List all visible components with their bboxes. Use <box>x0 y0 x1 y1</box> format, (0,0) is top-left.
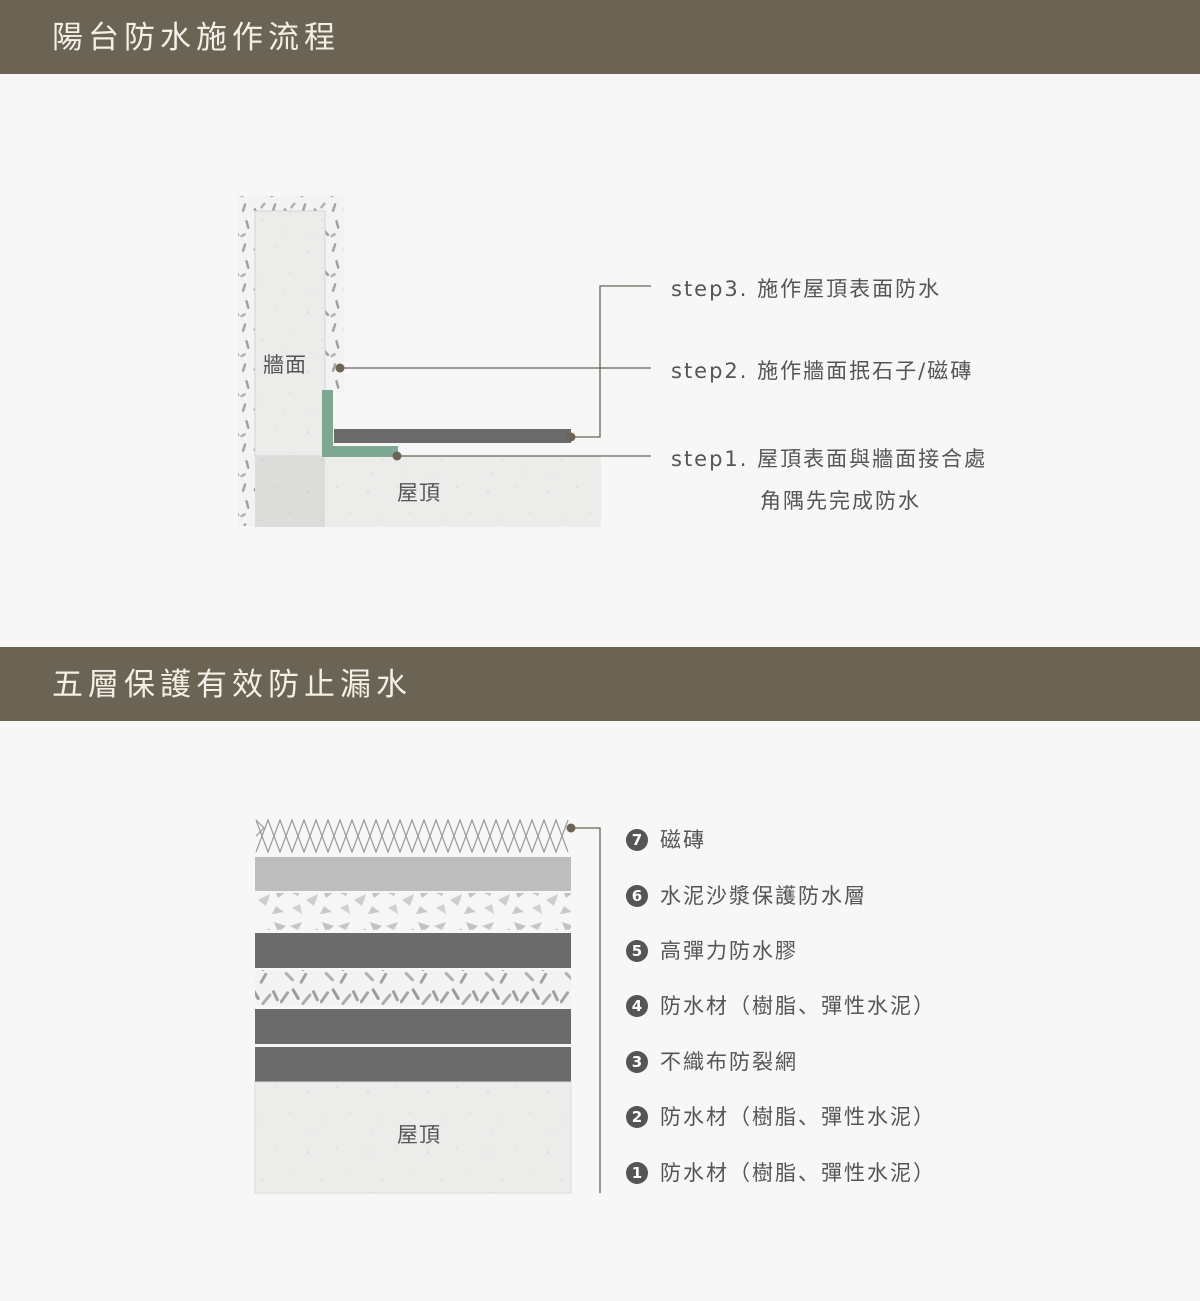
section2-banner: 五層保護有效防止漏水 <box>0 647 1200 721</box>
legend-number-badge: 4 <box>626 995 648 1017</box>
legend-number-badge: 6 <box>626 885 648 907</box>
step1-label: step1. 屋頂表面與牆面接合處 <box>671 447 988 471</box>
balcony-diagram <box>238 196 651 527</box>
wall-label: 牆面 <box>263 353 307 377</box>
legend-label: 防水材（樹脂、彈性水泥） <box>660 1161 936 1185</box>
layers-leader-dot <box>566 823 576 833</box>
legend-label: 防水材（樹脂、彈性水泥） <box>660 1105 936 1129</box>
tile-zigzag-line <box>255 818 569 854</box>
legend-item-2: 2 防水材（樹脂、彈性水泥） <box>626 1104 936 1130</box>
layers-roof-label: 屋頂 <box>397 1123 441 1147</box>
legend-label: 磁磚 <box>660 828 706 852</box>
legend-number-badge: 1 <box>626 1162 648 1184</box>
step2-dot <box>335 363 345 373</box>
legend-number-badge: 5 <box>626 940 648 962</box>
tile-zigzag-line <box>255 818 569 854</box>
wall-cladding-right <box>325 196 344 392</box>
legend-label: 不織布防裂網 <box>660 1050 798 1074</box>
roof-label: 屋頂 <box>397 481 441 505</box>
wall-cladding-left <box>238 196 255 526</box>
legend-label: 水泥沙漿保護防水層 <box>660 884 867 908</box>
layer-mortar <box>255 857 571 891</box>
layer-waterproof-2 <box>255 1009 571 1044</box>
step1-label-line2: 角隅先完成防水 <box>760 489 921 513</box>
step3-dot <box>566 432 576 442</box>
layer-waterproof-4 <box>255 933 571 968</box>
section1-banner: 陽台防水施作流程 <box>0 0 1200 74</box>
roof-waterproof-layer <box>334 429 571 443</box>
corner-waterproof <box>322 390 333 456</box>
layers-roof-slab <box>254 1081 572 1194</box>
legend-label: 防水材（樹脂、彈性水泥） <box>660 994 936 1018</box>
legend-item-5: 5 高彈力防水膠 <box>626 938 798 964</box>
legend-label: 高彈力防水膠 <box>660 939 798 963</box>
layer-waterproof-1 <box>255 1047 571 1082</box>
section2-title: 五層保護有效防止漏水 <box>52 667 412 703</box>
legend-number-badge: 2 <box>626 1106 648 1128</box>
legend-item-7: 7 磁磚 <box>626 827 706 853</box>
layers-diagram <box>254 818 601 1194</box>
step3-label: step3. 施作屋頂表面防水 <box>671 277 942 301</box>
tile-layer <box>255 819 265 837</box>
wall-body <box>254 210 326 457</box>
step1-dot <box>392 451 402 461</box>
corner-waterproof-base <box>322 446 398 457</box>
step3-leader <box>571 285 651 438</box>
roof-slab <box>325 456 601 527</box>
legend-number-badge: 7 <box>626 829 648 851</box>
tile-diamonds <box>255 818 569 854</box>
wall-roof-junction <box>255 456 325 527</box>
legend-item-6: 6 水泥沙漿保護防水層 <box>626 883 867 909</box>
legend-number-badge: 3 <box>626 1051 648 1073</box>
wall-cladding-top <box>238 196 344 211</box>
legend-item-3: 3 不織布防裂網 <box>626 1049 798 1075</box>
layer-nonwoven <box>255 970 571 1006</box>
legend-item-1: 1 防水材（樹脂、彈性水泥） <box>626 1160 936 1186</box>
step2-label: step2. 施作牆面抿石子/磁磚 <box>671 359 974 383</box>
layers-leader <box>571 827 601 1193</box>
section1-title: 陽台防水施作流程 <box>52 20 340 56</box>
legend-item-4: 4 防水材（樹脂、彈性水泥） <box>626 993 936 1019</box>
layer-elastic-glue <box>255 893 571 930</box>
